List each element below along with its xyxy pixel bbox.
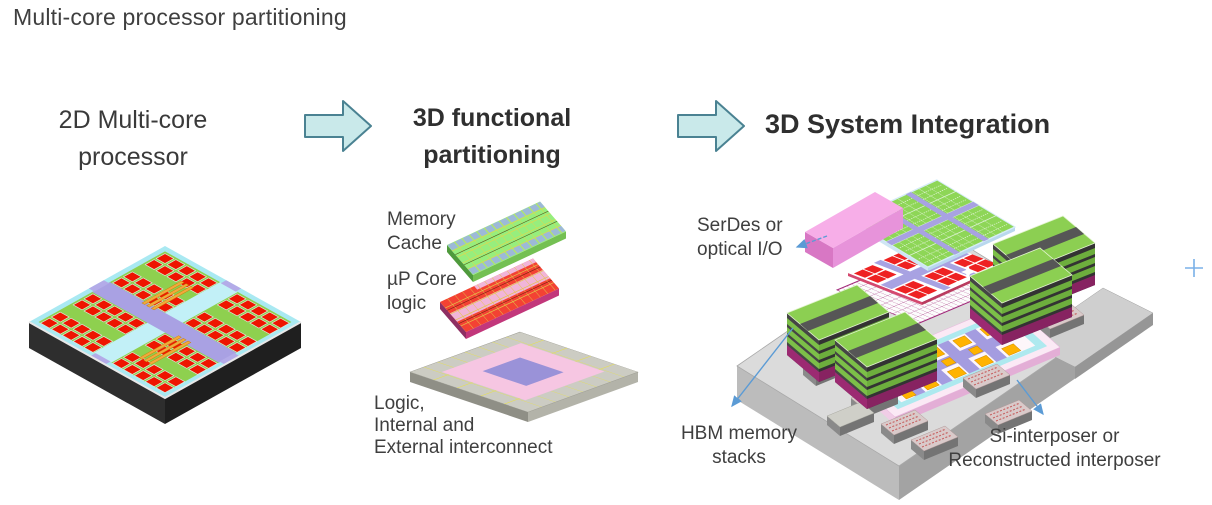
label-line: HBM memory — [680, 423, 798, 444]
page-title: Multi-core processor partitioning — [13, 4, 347, 30]
3d-system-illustration — [731, 179, 1154, 500]
stage-1-heading: 2D Multi-core processor — [26, 102, 240, 176]
label-line: Reconstructed interposer — [948, 450, 1161, 471]
annotation-arrow-hbm — [731, 327, 794, 408]
label-line: Si-interposer or — [989, 426, 1120, 447]
heading-line: partitioning — [423, 141, 561, 169]
annotation-arrow-serdes — [795, 235, 828, 249]
label-line: Memory — [387, 209, 456, 230]
annotation-arrow-interposer — [1016, 379, 1044, 416]
core-logic-label: µP Core logic — [387, 268, 457, 316]
label-line: External interconnect — [374, 437, 553, 458]
chip-top-face — [28, 246, 302, 399]
interconnect-base-layer — [409, 331, 639, 422]
hbm-label: HBM memory stacks — [655, 422, 823, 470]
label-line: Logic, — [374, 393, 425, 414]
flow-arrow-icon — [677, 100, 745, 152]
stage-3-heading: 3D System Integration — [765, 108, 1125, 140]
label-line: optical I/O — [697, 239, 783, 260]
label-line: logic — [387, 293, 427, 314]
core-logic-layer — [440, 258, 559, 339]
flow-arrow-icon — [304, 100, 372, 152]
stage-2-heading: 3D functional partitioning — [382, 100, 602, 174]
interconnect-label: Logic, Internal and External interconnec… — [374, 393, 553, 459]
3d-partitioning-illustration — [409, 201, 639, 422]
label-line: Internal and — [374, 415, 475, 436]
label-line: Cache — [387, 233, 442, 254]
chip-base-right-face — [165, 322, 301, 424]
memory-cache-layer — [447, 201, 566, 282]
heading-line: 2D Multi-core — [58, 106, 208, 134]
label-line: SerDes or — [697, 215, 783, 236]
serdes-label: SerDes or optical I/O — [697, 214, 783, 262]
chip-bus-bars — [138, 280, 194, 365]
heading-line: 3D functional — [412, 104, 572, 132]
memory-cache-label: Memory Cache — [387, 208, 456, 256]
plus-cursor-icon — [1185, 259, 1203, 277]
label-line: stacks — [712, 447, 766, 468]
label-line: µP Core — [387, 269, 457, 290]
memory-cache-plane — [848, 179, 1017, 271]
heading-line: processor — [78, 143, 188, 171]
heading-line: 3D System Integration — [765, 109, 1051, 139]
chip-base-left-face — [29, 322, 165, 424]
interposer-label: Si-interposer or Reconstructed interpose… — [897, 425, 1212, 473]
2d-chip-illustration — [28, 246, 302, 424]
